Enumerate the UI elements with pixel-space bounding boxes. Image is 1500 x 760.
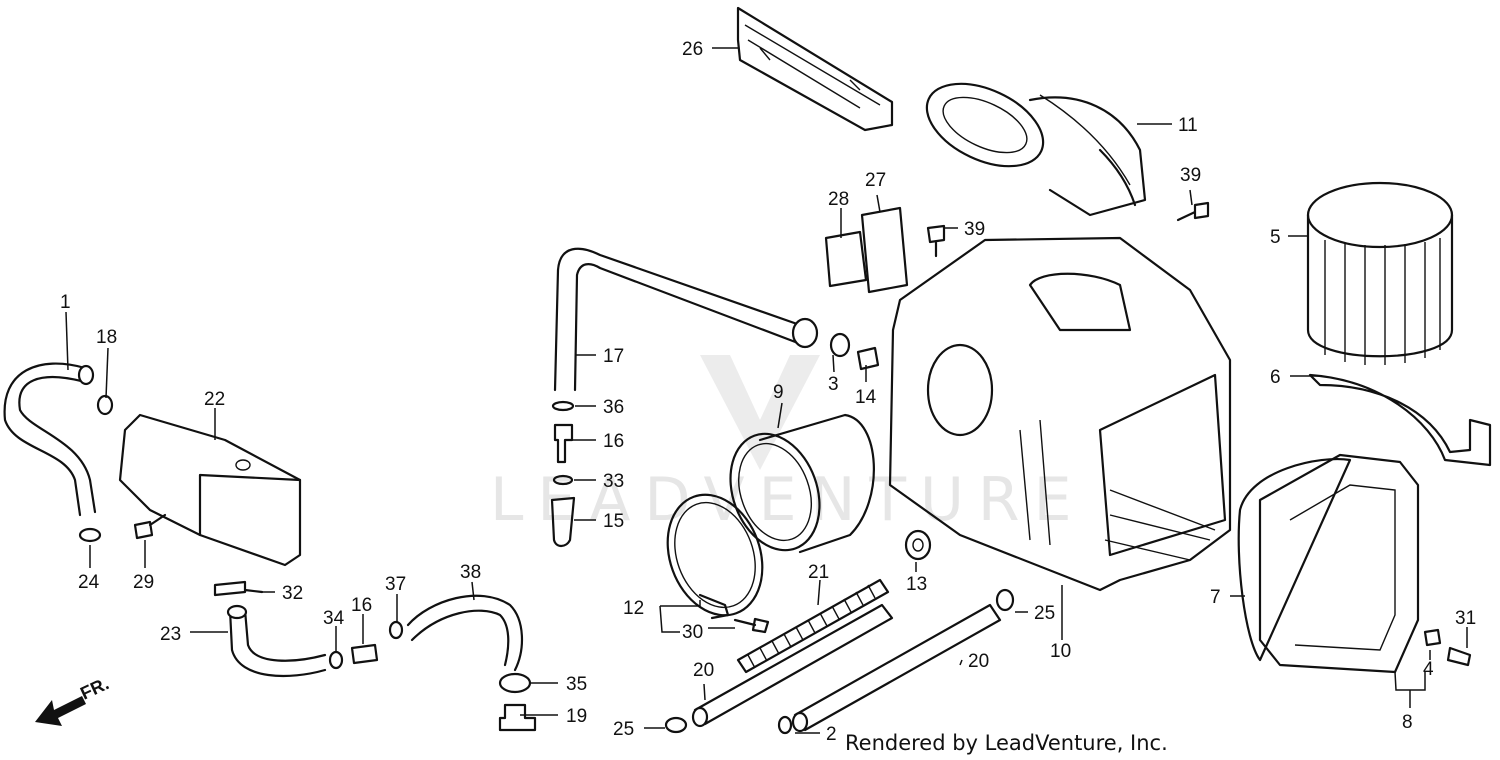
part-7-cover-gasket[interactable]	[1237, 458, 1352, 662]
callout-3: 3	[828, 374, 839, 395]
callout-17: 17	[603, 346, 624, 367]
part-16-fitting-b[interactable]	[350, 643, 379, 665]
callout-16b: 16	[351, 595, 372, 616]
callout-11: 11	[1178, 115, 1198, 136]
callout-26: 26	[682, 39, 703, 60]
part-1-breather-tube[interactable]	[3, 362, 97, 517]
part-21-spring-tube[interactable]	[736, 578, 890, 674]
callout-2: 2	[826, 724, 837, 745]
callout-14: 14	[855, 387, 877, 408]
callout-15: 15	[603, 511, 624, 532]
callout-25b: 25	[1034, 603, 1055, 624]
part-20-hose-b[interactable]	[791, 603, 1002, 733]
part-14-plug[interactable]	[856, 346, 880, 371]
part-32-clamp[interactable]	[213, 580, 264, 597]
callout-25a: 25	[613, 719, 634, 740]
part-19-plug[interactable]	[498, 703, 537, 732]
watermark-logo-icon	[700, 355, 820, 470]
callout-4: 4	[1423, 659, 1434, 680]
callout-37: 37	[385, 574, 406, 595]
part-8-cover[interactable]	[1258, 453, 1420, 674]
callout-20b: 20	[968, 651, 989, 672]
callout-38: 38	[460, 562, 481, 583]
part-30-screw[interactable]	[733, 617, 770, 634]
callout-31: 31	[1455, 608, 1476, 629]
callout-labels: 1 18 22 24 29 32 23 34 16 37 38 35 19 17…	[60, 39, 1476, 745]
part-37-clip[interactable]	[388, 620, 404, 640]
part-22-breather-separator[interactable]	[118, 413, 302, 567]
part-35-clamp[interactable]	[498, 672, 532, 694]
callout-18: 18	[96, 327, 117, 348]
part-38-tube[interactable]	[406, 594, 524, 672]
callout-23: 23	[160, 624, 181, 645]
part-16-fitting-a[interactable]	[553, 423, 574, 464]
part-25-clamp-a[interactable]	[664, 716, 688, 734]
callout-29: 29	[133, 572, 154, 593]
callout-1: 1	[60, 292, 71, 313]
callout-35: 35	[566, 674, 587, 695]
credit-text: Rendered by LeadVenture, Inc.	[845, 731, 1168, 755]
part-33-o-ring[interactable]	[552, 474, 574, 486]
callout-39a: 39	[964, 219, 985, 240]
callout-28: 28	[828, 189, 849, 210]
part-3-clip[interactable]	[829, 332, 851, 358]
callout-7: 7	[1210, 587, 1221, 608]
part-26-bracket[interactable]	[736, 6, 894, 132]
callout-8: 8	[1402, 712, 1413, 733]
part-25-clamp-b[interactable]	[995, 588, 1015, 612]
callout-30: 30	[682, 622, 703, 643]
part-31-screw[interactable]	[1446, 646, 1472, 667]
part-18-clip[interactable]	[96, 394, 114, 416]
part-2-clip[interactable]	[777, 715, 793, 735]
part-6-strap[interactable]	[1308, 373, 1492, 467]
callout-34: 34	[323, 608, 345, 629]
callout-39b: 39	[1180, 165, 1201, 186]
callout-27: 27	[865, 170, 886, 191]
part-11-intake-duct[interactable]	[914, 67, 1147, 217]
callout-5: 5	[1270, 227, 1281, 248]
callout-36: 36	[603, 397, 624, 418]
part-29-screw[interactable]	[133, 513, 167, 540]
callout-24: 24	[78, 572, 100, 593]
watermark-text: LEADVENTURE	[490, 465, 1086, 535]
part-27-pad[interactable]	[860, 206, 909, 294]
callout-13: 13	[906, 574, 927, 595]
callout-22: 22	[204, 389, 225, 410]
part-24-clip[interactable]	[78, 527, 102, 543]
watermark: LEADVENTURE	[490, 355, 1086, 535]
part-4-nut[interactable]	[1423, 628, 1442, 647]
front-direction-indicator: FR.	[35, 673, 112, 726]
part-13-grommet[interactable]	[904, 529, 932, 561]
callout-20a: 20	[693, 660, 714, 681]
callout-16a: 16	[603, 431, 624, 452]
callout-32: 32	[282, 583, 303, 604]
part-17-tube[interactable]	[553, 247, 819, 392]
part-36-o-ring[interactable]	[551, 400, 575, 412]
part-15-cap[interactable]	[550, 496, 576, 548]
part-28-pad[interactable]	[824, 230, 868, 288]
callout-9: 9	[773, 382, 784, 403]
part-20-hose-a[interactable]	[691, 603, 894, 728]
callout-21: 21	[808, 562, 829, 583]
part-39-bolt-a[interactable]	[926, 224, 946, 258]
callout-33: 33	[603, 471, 624, 492]
part-5-air-filter-element[interactable]	[1306, 181, 1454, 365]
callout-12: 12	[623, 598, 644, 619]
callout-6: 6	[1270, 367, 1281, 388]
callout-10: 10	[1050, 641, 1071, 662]
leader-lines	[65, 47, 1468, 734]
part-10-air-cleaner-case[interactable]	[888, 236, 1232, 592]
front-arrow-icon	[35, 696, 86, 726]
part-39-bolt-b[interactable]	[1176, 201, 1210, 222]
part-12-band[interactable]	[652, 481, 779, 628]
part-34-clip[interactable]	[328, 650, 344, 670]
part-23-tube[interactable]	[226, 604, 327, 678]
callout-19: 19	[566, 706, 587, 727]
